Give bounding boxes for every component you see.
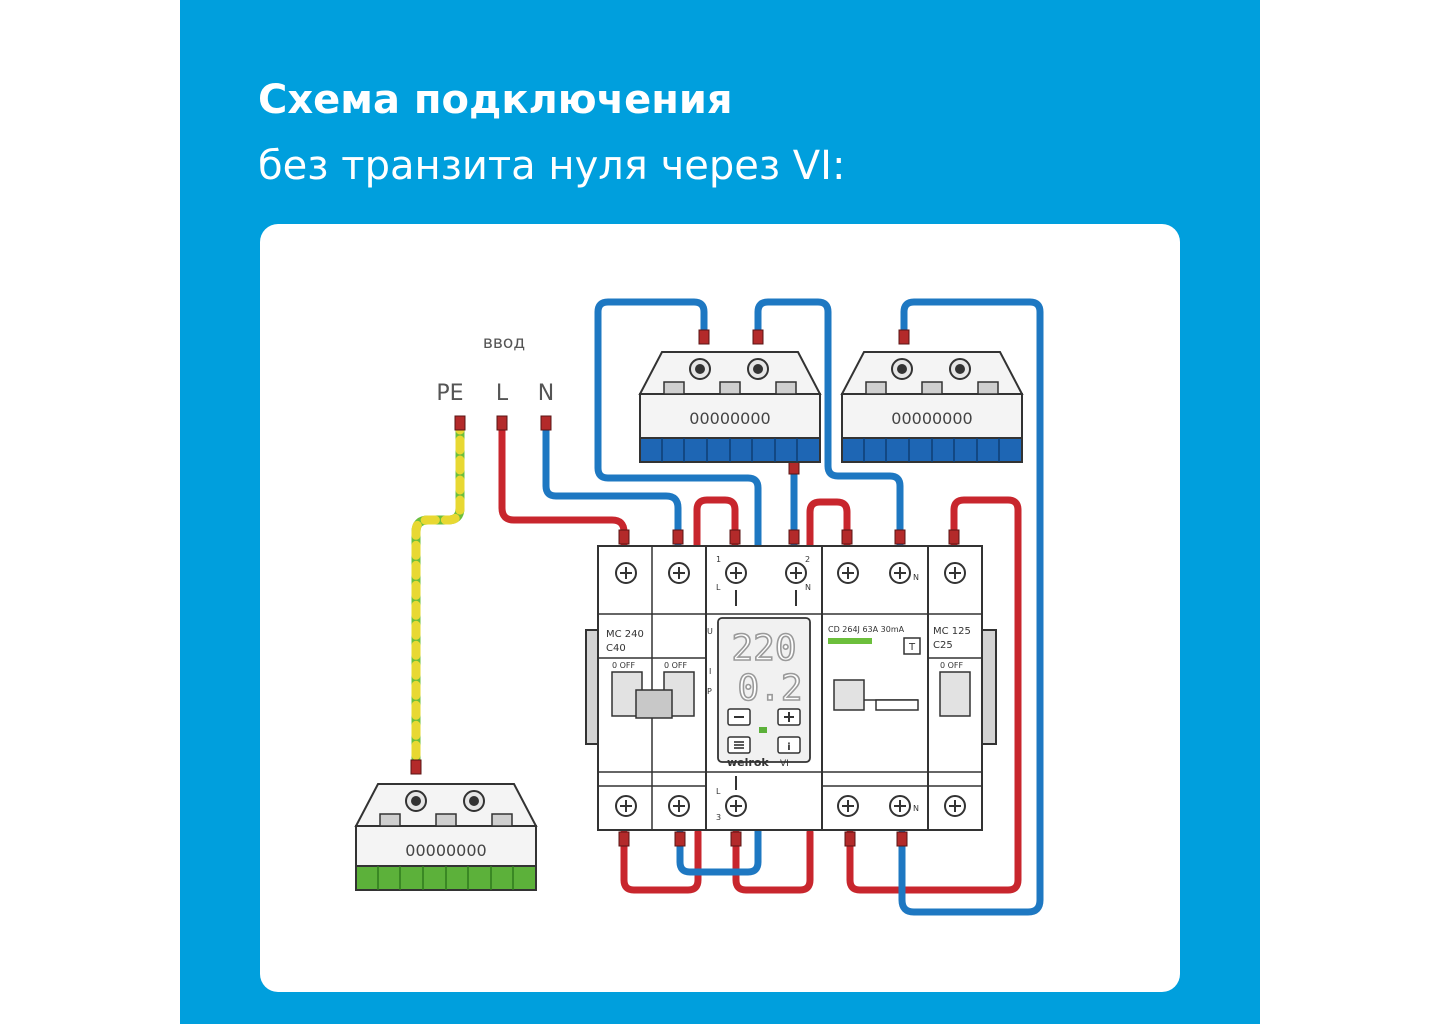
vi-status-led	[759, 727, 767, 733]
rcd-n-top: N	[913, 573, 919, 582]
vi-info-button[interactable]	[777, 736, 801, 754]
vi-display-current: 0.2	[737, 668, 802, 709]
rcd-lever[interactable]	[833, 679, 865, 711]
bus-bar-digits: 00000000	[891, 409, 972, 428]
neutral-bus-bar-2: 00000000	[841, 351, 1023, 463]
mc240-model: MC 240	[606, 629, 644, 640]
vi-model: VI	[780, 759, 789, 769]
mc240-lever-bridge	[635, 689, 673, 719]
voltage-relay-vi: 1 2 L N L 3 U I P 220 0.2 i welrok VI	[705, 545, 823, 831]
vi-brand: welrok	[727, 756, 769, 769]
neutral-bus-bar-1: 00000000	[639, 351, 821, 463]
earth-wire	[411, 415, 465, 775]
vi-label-i: I	[709, 667, 711, 676]
info-icon: i	[787, 742, 790, 753]
terminal-pe-label: PE	[436, 381, 463, 406]
rcd-model: CD 264J 63A 30mA	[828, 625, 905, 634]
terminal-n-label: N	[538, 381, 554, 406]
mc125-off-label: 0 OFF	[940, 661, 964, 670]
plus-icon	[784, 712, 794, 722]
bus-bar-digits: 00000000	[689, 409, 770, 428]
terminal-l-label: L	[496, 381, 509, 406]
vi-terminal-n: N	[805, 583, 811, 592]
rcd-n-bottom: N	[913, 804, 919, 813]
vi-terminal-3: 3	[716, 813, 721, 822]
live-wires	[498, 424, 1022, 894]
earth-bus-bar: 00000000	[355, 783, 537, 891]
mc240-off-label-2: 0 OFF	[664, 661, 688, 670]
breaker-mc240: MC 240 C40 0 OFF 0 OFF	[597, 545, 707, 831]
menu-icon	[734, 741, 744, 749]
rcd-indicator	[828, 638, 872, 644]
mc125-model: MC 125	[933, 626, 971, 637]
vi-display-panel	[717, 617, 811, 763]
vi-label-p: P	[707, 687, 712, 696]
vi-terminal-2: 2	[805, 555, 810, 564]
vi-terminal-1: 1	[716, 555, 721, 564]
wire-ferrules	[410, 329, 960, 847]
vi-terminal-l: L	[716, 583, 721, 592]
page-subtitle: без транзита нуля через VI:	[258, 143, 846, 189]
page-title: Схема подключения	[258, 77, 733, 123]
rcd-cd264j: N N CD 264J 63A 30mA T	[821, 545, 929, 831]
mc125-rating: C25	[933, 640, 953, 651]
mc240-rating: C40	[606, 643, 626, 654]
mc125-lever[interactable]	[939, 671, 971, 717]
input-label: ввод	[483, 333, 525, 353]
mc240-off-label: 0 OFF	[612, 661, 636, 670]
rcd-test-button[interactable]	[903, 637, 921, 655]
rcd-test-label: T	[908, 642, 916, 653]
breaker-mc125: MC 125 C25 0 OFF	[927, 545, 983, 831]
bus-bar-digits: 00000000	[405, 841, 486, 860]
vi-display-voltage: 220	[731, 628, 796, 669]
vi-terminal-l-bottom: L	[716, 787, 721, 796]
vi-label-u: U	[707, 627, 713, 636]
